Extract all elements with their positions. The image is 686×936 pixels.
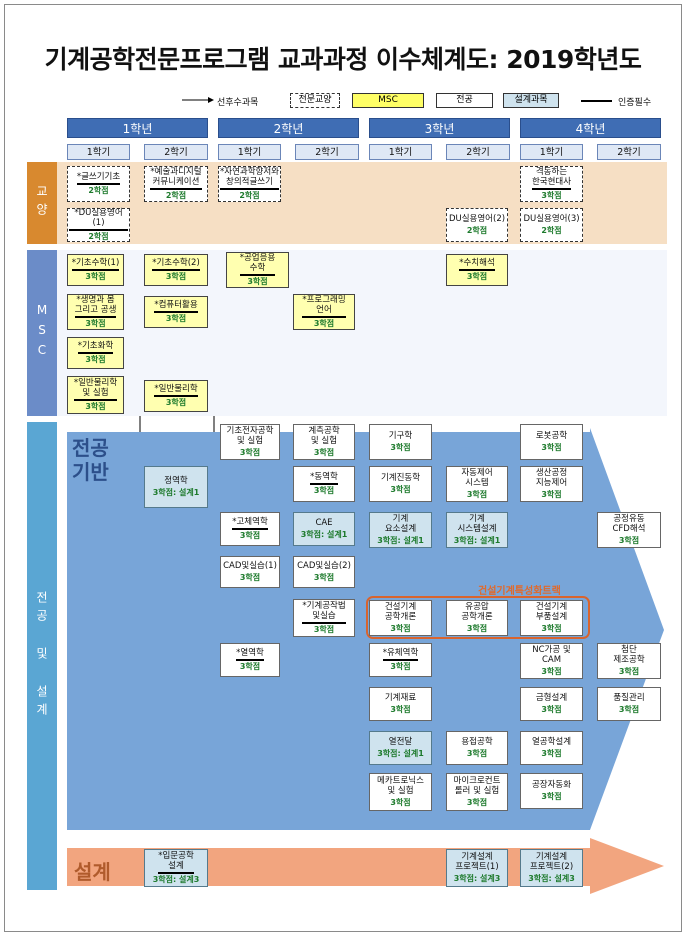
course-math-2[interactable]: *기초수학(2)3학점 xyxy=(144,254,208,286)
semester-4-1: 1학기 xyxy=(520,144,583,160)
year-3: 3학년 xyxy=(369,118,510,138)
construction-track-outline xyxy=(366,596,590,639)
category-major-design: 전공 및 설계 xyxy=(27,422,57,890)
course-math-1[interactable]: *기초수학(1)3학점 xyxy=(67,254,124,286)
page-frame xyxy=(4,4,682,932)
course-cad-1[interactable]: CAD및실습(1)3학점 xyxy=(220,556,280,588)
year-2: 2학년 xyxy=(218,118,359,138)
legend-required-label: 인증필수 xyxy=(618,98,652,108)
legend-major: 전공 xyxy=(436,93,493,108)
course-project-2[interactable]: 기계설계 프로젝트(2)3학점: 설계3 xyxy=(520,849,583,887)
category-liberal: 교양 xyxy=(27,162,57,244)
course-cad-2[interactable]: CAD및실습(2)3학점 xyxy=(293,556,355,588)
semester-4-2: 2학기 xyxy=(597,144,661,160)
course-project-1[interactable]: 기계설계 프로젝트(1)3학점: 설계3 xyxy=(446,849,508,887)
legend-msc: MSC xyxy=(352,93,424,108)
year-4: 4학년 xyxy=(520,118,661,138)
semester-1-2: 2학기 xyxy=(144,144,208,160)
course-du-english-1[interactable]: *DU실용영어(1)2학점 xyxy=(67,208,130,242)
category-msc: MSC xyxy=(27,250,57,416)
semester-2-1: 1학기 xyxy=(218,144,281,160)
legend-arrow-label: 선후수과목 xyxy=(217,98,259,108)
band-major-label: 전공 기반 xyxy=(72,436,109,484)
semester-3-1: 1학기 xyxy=(369,144,432,160)
band-design-label: 설계 xyxy=(74,860,111,884)
course-du-english-2[interactable]: DU실용영어(2)2학점 xyxy=(446,208,508,242)
year-1: 1학년 xyxy=(67,118,208,138)
course-du-english-3[interactable]: DU실용영어(3)2학점 xyxy=(520,208,583,242)
legend-design: 설계과목 xyxy=(503,93,559,108)
semester-2-2: 2학기 xyxy=(295,144,359,160)
page-title: 기계공학전문프로그램 교과과정 이수체계도: 2019학년도 xyxy=(44,45,642,74)
semester-1-1: 1학기 xyxy=(67,144,130,160)
construction-track-label: 건설기계특성화트랙 xyxy=(478,586,561,597)
legend-liberal: 전문교양 xyxy=(290,93,340,108)
semester-3-2: 2학기 xyxy=(446,144,510,160)
